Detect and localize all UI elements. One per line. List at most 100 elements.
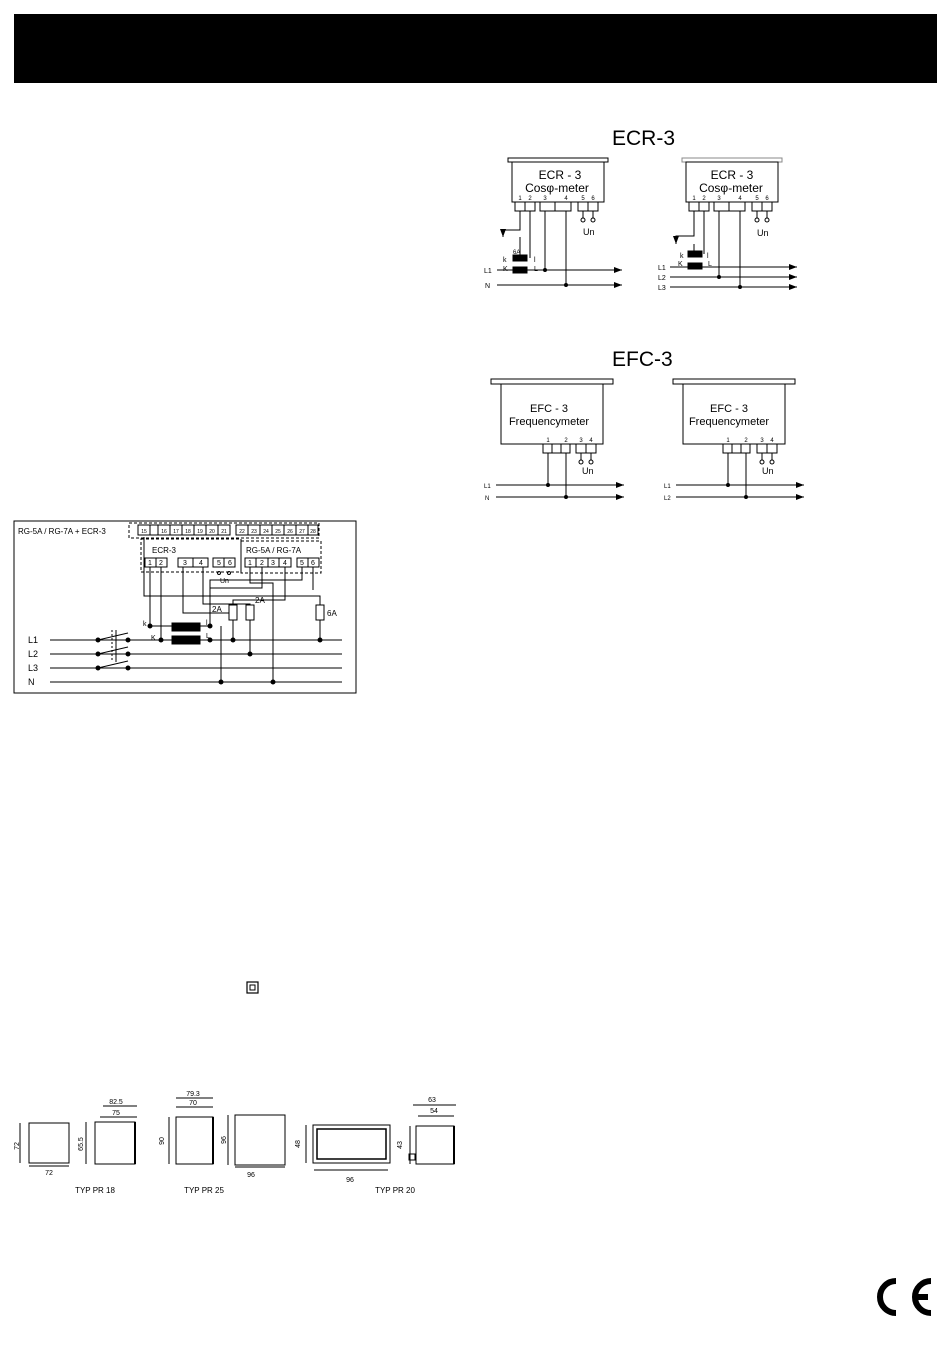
combo-K: K	[151, 635, 156, 642]
ecr-left-t6: 6	[591, 196, 595, 202]
efc-left-t4: 4	[589, 438, 593, 444]
efc-left-line-l1: L1	[484, 484, 491, 490]
pr20-side-h: 43	[397, 1141, 404, 1149]
ce-mark-icon	[877, 1278, 932, 1316]
ecr-right-K: K	[678, 261, 683, 268]
combo-k: k	[143, 621, 147, 628]
ecr-right-un: Un	[757, 228, 769, 238]
combo-texts: RG-5A / RG-7A + ECR-3 15 16 17 18 19 20 …	[18, 527, 337, 687]
ecr-right-subtitle: Cosφ-meter	[699, 181, 763, 195]
pr18-depth-total: 82.5	[109, 1099, 123, 1106]
combo-ecr-label: ECR-3	[152, 546, 177, 555]
ecr-left-L: L	[534, 266, 538, 273]
ecr-left-t1: 1	[518, 196, 522, 202]
efc-right-line-l1: L1	[664, 484, 671, 490]
combo-ecr-t2: 2	[159, 560, 163, 567]
efc-left-line-n: N	[485, 496, 489, 502]
ecr-left-l: l	[534, 257, 536, 264]
combo-un: Un	[220, 578, 229, 585]
combo-rg-label: RG-5A / RG-7A	[246, 546, 302, 555]
ecr-diagram-left	[497, 157, 622, 288]
dimensions-pr25-texts: 79.3 70 90 96 96 TYP PR 25	[159, 1091, 255, 1195]
combo-rg-t4: 4	[283, 560, 287, 567]
pr18-caption: TYP PR 18	[75, 1186, 115, 1195]
efc-right-t2: 2	[744, 438, 748, 444]
combo-rg-t1: 1	[248, 560, 252, 567]
combo-top-t21: 21	[221, 529, 227, 535]
pr20-depth: 54	[430, 1108, 438, 1115]
ecr-left-t3: 3	[543, 196, 547, 202]
efc-right-title: EFC - 3	[710, 403, 748, 415]
combo-line-n: N	[28, 677, 35, 687]
efc-left-subtitle: Frequencymeter	[509, 416, 589, 428]
combo-ecr-t3: 3	[183, 560, 187, 567]
combo-title: RG-5A / RG-7A + ECR-3	[18, 527, 106, 536]
ecr-right-title: ECR - 3	[711, 168, 754, 182]
combo-top-t28: 28	[310, 529, 316, 535]
efc-right-t4: 4	[770, 438, 774, 444]
ecr-left-title: ECR - 3	[539, 168, 582, 182]
efc-right-line-l2: L2	[664, 496, 671, 502]
combo-top-t25: 25	[275, 529, 281, 535]
efc-right-t1: 1	[726, 438, 730, 444]
ecr-left-texts: ECR - 3 Cosφ-meter 1 2 3 4 5 6 Un 6A k K…	[484, 168, 595, 290]
pr20-front-w: 96	[346, 1177, 354, 1184]
combo-top-t23: 23	[251, 529, 257, 535]
combo-ecr-t5: 5	[217, 560, 221, 567]
combo-fuse-2: 2A	[255, 596, 265, 605]
combo-ecr-t1: 1	[148, 560, 152, 567]
dimensions-pr18-texts: 72 72 82.5 75 65.5 TYP PR 18	[14, 1099, 123, 1195]
dimensions-pr18	[19, 1105, 137, 1167]
pr25-depth: 70	[189, 1100, 197, 1107]
ecr-right-l: l	[707, 253, 709, 260]
efc-right-t3: 3	[760, 438, 764, 444]
ecr-left-t4: 4	[564, 196, 568, 202]
ecr-left-t5: 5	[581, 196, 585, 202]
pr20-caption: TYP PR 20	[375, 1186, 415, 1195]
combo-l: l	[206, 620, 208, 627]
double-insulation-icon	[246, 981, 259, 994]
dimensions-pr25	[168, 1097, 286, 1168]
ecr-left-fuse: 6A	[513, 250, 520, 256]
combo-fuse-1: 2A	[212, 605, 222, 614]
ecr-left-subtitle: Cosφ-meter	[525, 181, 589, 195]
combo-line-l3: L3	[28, 663, 38, 673]
combo-top-t17: 17	[173, 529, 179, 535]
pr25-front-w: 96	[247, 1172, 255, 1179]
combo-top-t27: 27	[299, 529, 305, 535]
ecr-right-t6: 6	[765, 196, 769, 202]
combo-top-t15: 15	[141, 529, 147, 535]
pr20-depth-total: 63	[428, 1097, 436, 1104]
efc-right-subtitle: Frequencymeter	[689, 416, 769, 428]
combo-top-t22: 22	[239, 529, 245, 535]
efc-diagram-right	[672, 378, 804, 500]
efc-right-texts: EFC - 3 Frequencymeter 1 2 3 4 Un L1 L2	[664, 403, 774, 502]
efc-left-texts: EFC - 3 Frequencymeter 1 2 3 4 Un L1 N	[484, 403, 594, 502]
pr25-caption: TYP PR 25	[184, 1186, 224, 1195]
ecr-diagram-right	[670, 157, 797, 290]
combo-rg-t6: 6	[311, 560, 315, 567]
efc-left-t2: 2	[564, 438, 568, 444]
header-bar	[14, 14, 937, 83]
ecr-right-t5: 5	[755, 196, 759, 202]
combo-ecr-t6: 6	[228, 560, 232, 567]
pr25-depth-total: 79.3	[186, 1091, 200, 1098]
combo-top-t16: 16	[161, 529, 167, 535]
pr18-side-h: 65.5	[78, 1137, 85, 1151]
ecr-left-un: Un	[583, 227, 595, 237]
ecr-right-t1: 1	[692, 196, 696, 202]
ecr-left-line-n: N	[485, 283, 490, 290]
ecr-left-K: K	[503, 266, 508, 273]
efc-heading: EFC-3	[612, 348, 673, 371]
efc-left-un: Un	[582, 466, 594, 476]
efc-left-t3: 3	[579, 438, 583, 444]
combo-rg-t5: 5	[300, 560, 304, 567]
combo-ecr-t4: 4	[199, 560, 203, 567]
efc-left-t1: 1	[546, 438, 550, 444]
pr18-front-w: 72	[45, 1170, 53, 1177]
ecr-right-line-l1: L1	[658, 265, 666, 272]
ecr-left-k: k	[503, 257, 507, 264]
ecr-right-t2: 2	[702, 196, 706, 202]
ecr-right-line-l2: L2	[658, 275, 666, 282]
